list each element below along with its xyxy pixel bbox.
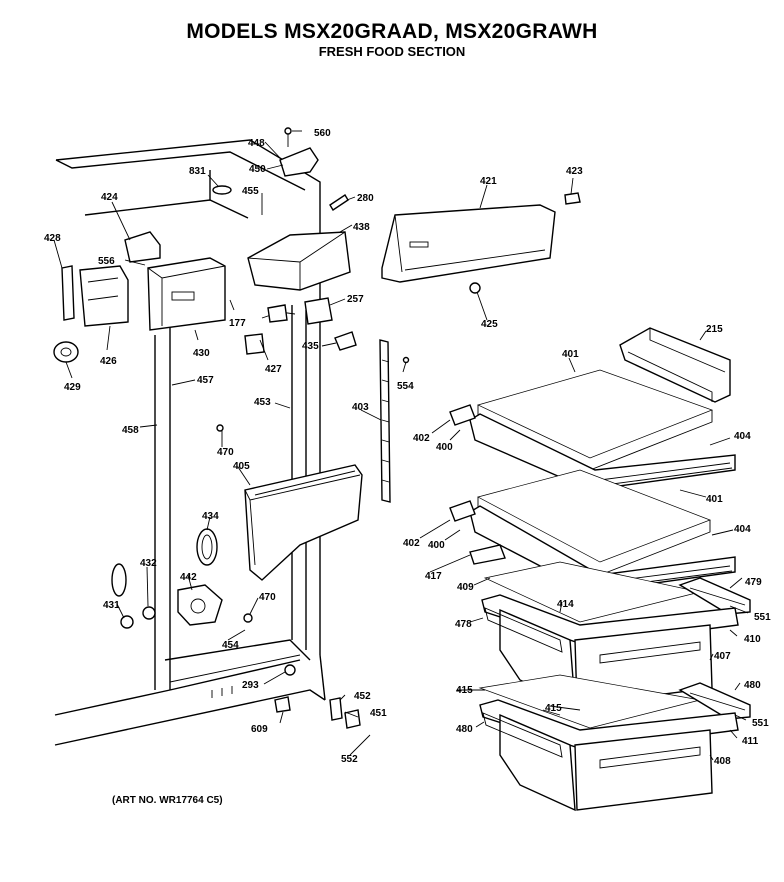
label-177: 177 — [229, 318, 246, 329]
upper-glass-shelf — [449, 369, 736, 491]
label-215: 215 — [706, 324, 723, 335]
label-480-right: 480 — [744, 680, 761, 691]
diagram-title: MODELS MSX20GRAAD, MSX20GRAWH — [186, 20, 598, 43]
damper-bracket-assembly — [212, 127, 349, 211]
shelf-ladder — [379, 339, 410, 503]
label-427: 427 — [265, 364, 282, 375]
control-housing — [53, 231, 357, 363]
label-438: 438 — [353, 222, 370, 233]
label-455: 455 — [242, 186, 259, 197]
part-number-labels: 448 560 831 450 455 280 421 423 424 438 … — [44, 128, 771, 767]
label-408: 408 — [714, 756, 731, 767]
label-257: 257 — [347, 294, 364, 305]
label-435: 435 — [302, 341, 319, 352]
diagram-subtitle: FRESH FOOD SECTION — [318, 44, 466, 59]
label-556: 556 — [98, 256, 115, 267]
label-293: 293 — [242, 680, 259, 691]
label-609: 609 — [251, 724, 268, 735]
leader-lines — [53, 130, 749, 761]
label-458: 458 — [122, 425, 139, 436]
label-470-upper: 470 — [217, 447, 234, 458]
label-554: 554 — [397, 381, 414, 392]
label-415-center: 415 — [545, 703, 562, 714]
label-452: 452 — [354, 691, 371, 702]
label-411: 411 — [742, 736, 759, 747]
dairy-bin — [619, 327, 731, 403]
label-457: 457 — [197, 375, 214, 386]
label-453: 453 — [254, 397, 271, 408]
label-402-upper: 402 — [413, 433, 430, 444]
label-454: 454 — [222, 640, 239, 651]
label-478: 478 — [455, 619, 472, 630]
label-434: 434 — [202, 511, 219, 522]
lower-crisper-drawer — [478, 674, 751, 812]
label-407: 407 — [714, 651, 731, 662]
label-479: 479 — [745, 577, 762, 588]
label-451: 451 — [370, 708, 387, 719]
label-430: 430 — [193, 348, 210, 359]
label-415-left: 415 — [456, 685, 473, 696]
label-551-upper: 551 — [754, 612, 771, 623]
label-414: 414 — [557, 599, 574, 610]
label-450: 450 — [249, 164, 266, 175]
label-404-lower: 404 — [734, 524, 751, 535]
label-428: 428 — [44, 233, 61, 244]
label-400-upper: 400 — [436, 442, 453, 453]
label-401-upper: 401 — [562, 349, 579, 360]
label-410: 410 — [744, 634, 761, 645]
label-409: 409 — [457, 582, 474, 593]
cabinet-liner — [54, 139, 326, 746]
label-470-lower: 470 — [259, 592, 276, 603]
label-424: 424 — [101, 192, 118, 203]
label-431: 431 — [103, 600, 120, 611]
label-404-upper: 404 — [734, 431, 751, 442]
label-432: 432 — [140, 558, 157, 569]
label-405: 405 — [233, 461, 250, 472]
label-401-lower: 401 — [706, 494, 723, 505]
label-417: 417 — [425, 571, 442, 582]
label-426: 426 — [100, 356, 117, 367]
label-402-lower: 402 — [403, 538, 420, 549]
lower-glass-shelf — [449, 469, 736, 593]
label-551-lower: 551 — [752, 718, 769, 729]
label-560: 560 — [314, 128, 331, 139]
shelf-support-rail — [381, 192, 581, 294]
label-442: 442 — [180, 572, 197, 583]
label-400-lower: 400 — [428, 540, 445, 551]
label-831: 831 — [189, 166, 206, 177]
crisper-cover-bracket — [111, 424, 363, 729]
label-480-left: 480 — [456, 724, 473, 735]
label-448: 448 — [248, 138, 265, 149]
label-425: 425 — [481, 319, 498, 330]
label-421: 421 — [480, 176, 497, 187]
label-403: 403 — [352, 402, 369, 413]
art-number: (ART NO. WR17764 C5) — [112, 795, 223, 806]
label-423: 423 — [566, 166, 583, 177]
crisper-cover — [483, 561, 751, 623]
label-429: 429 — [64, 382, 81, 393]
label-280: 280 — [357, 193, 374, 204]
label-552: 552 — [341, 754, 358, 765]
